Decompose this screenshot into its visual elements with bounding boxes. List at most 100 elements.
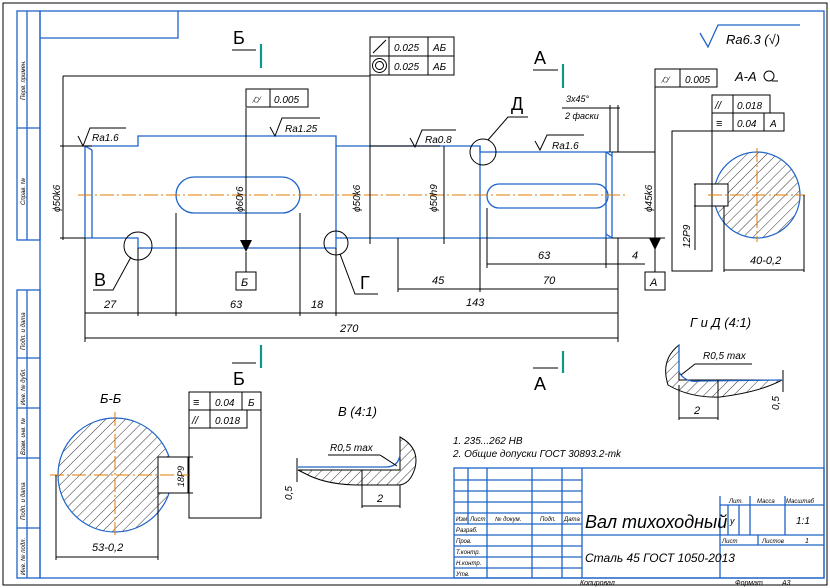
symmetry-icon: ≡ [193,397,199,409]
datum-triangle-icon [240,240,252,252]
tb-row-label: Т.контр. [456,550,480,556]
section-letter: Б [233,28,245,48]
detail-g-d: Г и Д (4:1) R0,5 max 2 0,5 [665,315,784,420]
tb-header-izm: Изм [456,517,467,523]
roughness-label: Ra1.25 [285,124,318,135]
dimension-label: 70 [543,275,556,287]
part-material: Сталь 45 ГОСТ 1050-2013 [585,551,735,565]
tb-lit-label: Лит. [728,499,743,505]
detail-circle-d [469,138,497,166]
tb-header-data: Дата [563,517,580,523]
tolerance-value: 0.018 [737,101,762,112]
parallelism-icon: // [714,100,722,112]
section-mark-b-bottom: Б [232,345,263,389]
tolerance-value: 0.04 [215,398,235,409]
tb-sheets-label: Листов [761,539,784,545]
roughness-label: Ra1.6 [552,141,579,152]
concentricity-icon [372,58,387,73]
side-stamp-label: Подп. и дата [21,312,27,350]
detail-title: Г и Д (4:1) [690,315,751,330]
diameter-label: ϕ45k6 [644,184,655,212]
detail-dim-len: 2 [376,493,383,505]
tolerance-datum: АБ [432,43,447,54]
shaft-outline [84,135,613,249]
parallelism-icon: // [191,415,199,427]
general-roughness-text: Ra6.3 (√) [726,32,780,47]
section-letter: А [534,48,546,68]
runout-icon: ⌭ [252,94,262,106]
detail-dim-h: 0,5 [771,396,782,410]
tolerance-frame-runout-right: ⌭ 0.005 [654,68,718,88]
diameter-label: ϕ60r6 [235,186,246,212]
detail-title: В (4:1) [338,404,377,419]
section-title: Б-Б [100,391,122,406]
tb-scale-value: 1:1 [796,516,810,527]
tb-row-label: Разраб. [456,528,478,534]
tech-note: 2. Общие допуски ГОСТ 30893.2-mk [452,448,622,460]
section-a-a: А-А // 0.018 ≡ 0.04 А 12P9 40-0,2 [671,69,805,272]
length-dimensions: 27 63 18 143 45 70 63 4 270 [84,208,645,342]
roughness-symbol-icon [77,127,126,148]
chamfer-note: 3x45° 2 фаски [562,94,620,152]
side-stamp: Перв. примен. Справ. № Подп. и дата Инв.… [16,10,41,579]
tb-copied: Копировал [580,580,615,587]
runout-icon: ⌭ [661,74,671,86]
detail-label-v: В [94,270,106,290]
detail-dim-len: 2 [693,405,700,417]
tolerance-value: 0.025 [394,43,419,54]
datum-label-b: Б [241,277,248,289]
tolerance-datum: АБ [432,62,447,73]
diameter-label: ϕ50k6 [352,184,363,212]
side-stamp-label: Перв. примен. [21,60,27,100]
tb-header-podp: Подп. [540,517,556,523]
keyway-right [486,183,609,209]
part-name: Вал тихоходный [585,512,727,532]
tolerance-value: 0.04 [737,119,757,130]
width-dimension: 40-0,2 [750,255,781,267]
section-b-b: Б-Б ≡ 0.04 Б // 0.018 18P9 53-0,2 [50,391,262,560]
detail-profile [297,436,417,486]
diameter-dimensions: ϕ50k6 ϕ60r6 ϕ50k6 ϕ50h9 ϕ45k6 [52,55,665,272]
general-roughness: Ra6.3 (√) [699,24,800,49]
datum-triangle-icon [649,238,661,250]
dimension-label: 143 [466,297,485,309]
section-mark-a-top: А [533,48,565,88]
tolerance-value: 0.005 [685,75,710,86]
datum-label-a: А [649,277,657,289]
dimension-label: 63 [230,299,243,311]
width-dimension: 53-0,2 [92,542,123,554]
detail-profile [665,343,783,398]
tolerance-datum: А [769,119,777,130]
key-dimension: 12P9 [682,224,693,248]
detail-v: В (4:1) R0,5 max 2 0,5 [284,404,417,508]
roughness-symbol-icon [409,129,456,149]
section-mark-a-bottom: А [533,351,565,394]
top-left-stamp [40,11,179,39]
tb-header-list: Лист [469,517,485,523]
detail-label-g: Г [360,273,370,293]
symmetry-icon: ≡ [716,118,722,130]
tolerance-value: 0.005 [274,95,299,106]
detail-dim-h: 0,5 [284,486,295,500]
surface-roughness-marks: Ra1.6 Ra1.25 Ra0.8 Ra1.6 [77,117,584,152]
dimension-label: 45 [432,275,445,287]
title-block: Изм Лист № докум. Подп. Дата Разраб. Про… [453,467,825,579]
tb-header-ndoc: № докум. [495,516,521,523]
detail-radius: R0,5 max [703,351,747,362]
runout-arrow-icon [372,39,387,54]
tb-lit-value: у [729,516,735,526]
diameter-label: ϕ50k6 [52,184,63,212]
dimension-label: 4 [632,250,638,262]
detail-callouts: В Г Д [93,94,528,295]
rotation-icon [763,70,775,82]
tb-row-label: Н.контр. [456,561,481,567]
section-mark-b-top: Б [232,28,263,68]
roughness-symbol-icon [699,24,800,49]
tolerance-value: 0.018 [215,416,240,427]
tolerance-value: 0.025 [394,62,419,73]
section-title: А-А [734,69,757,84]
section-letter: А [534,374,546,394]
section-letter: Б [233,369,245,389]
chamfer-size: 3x45° [566,94,590,104]
